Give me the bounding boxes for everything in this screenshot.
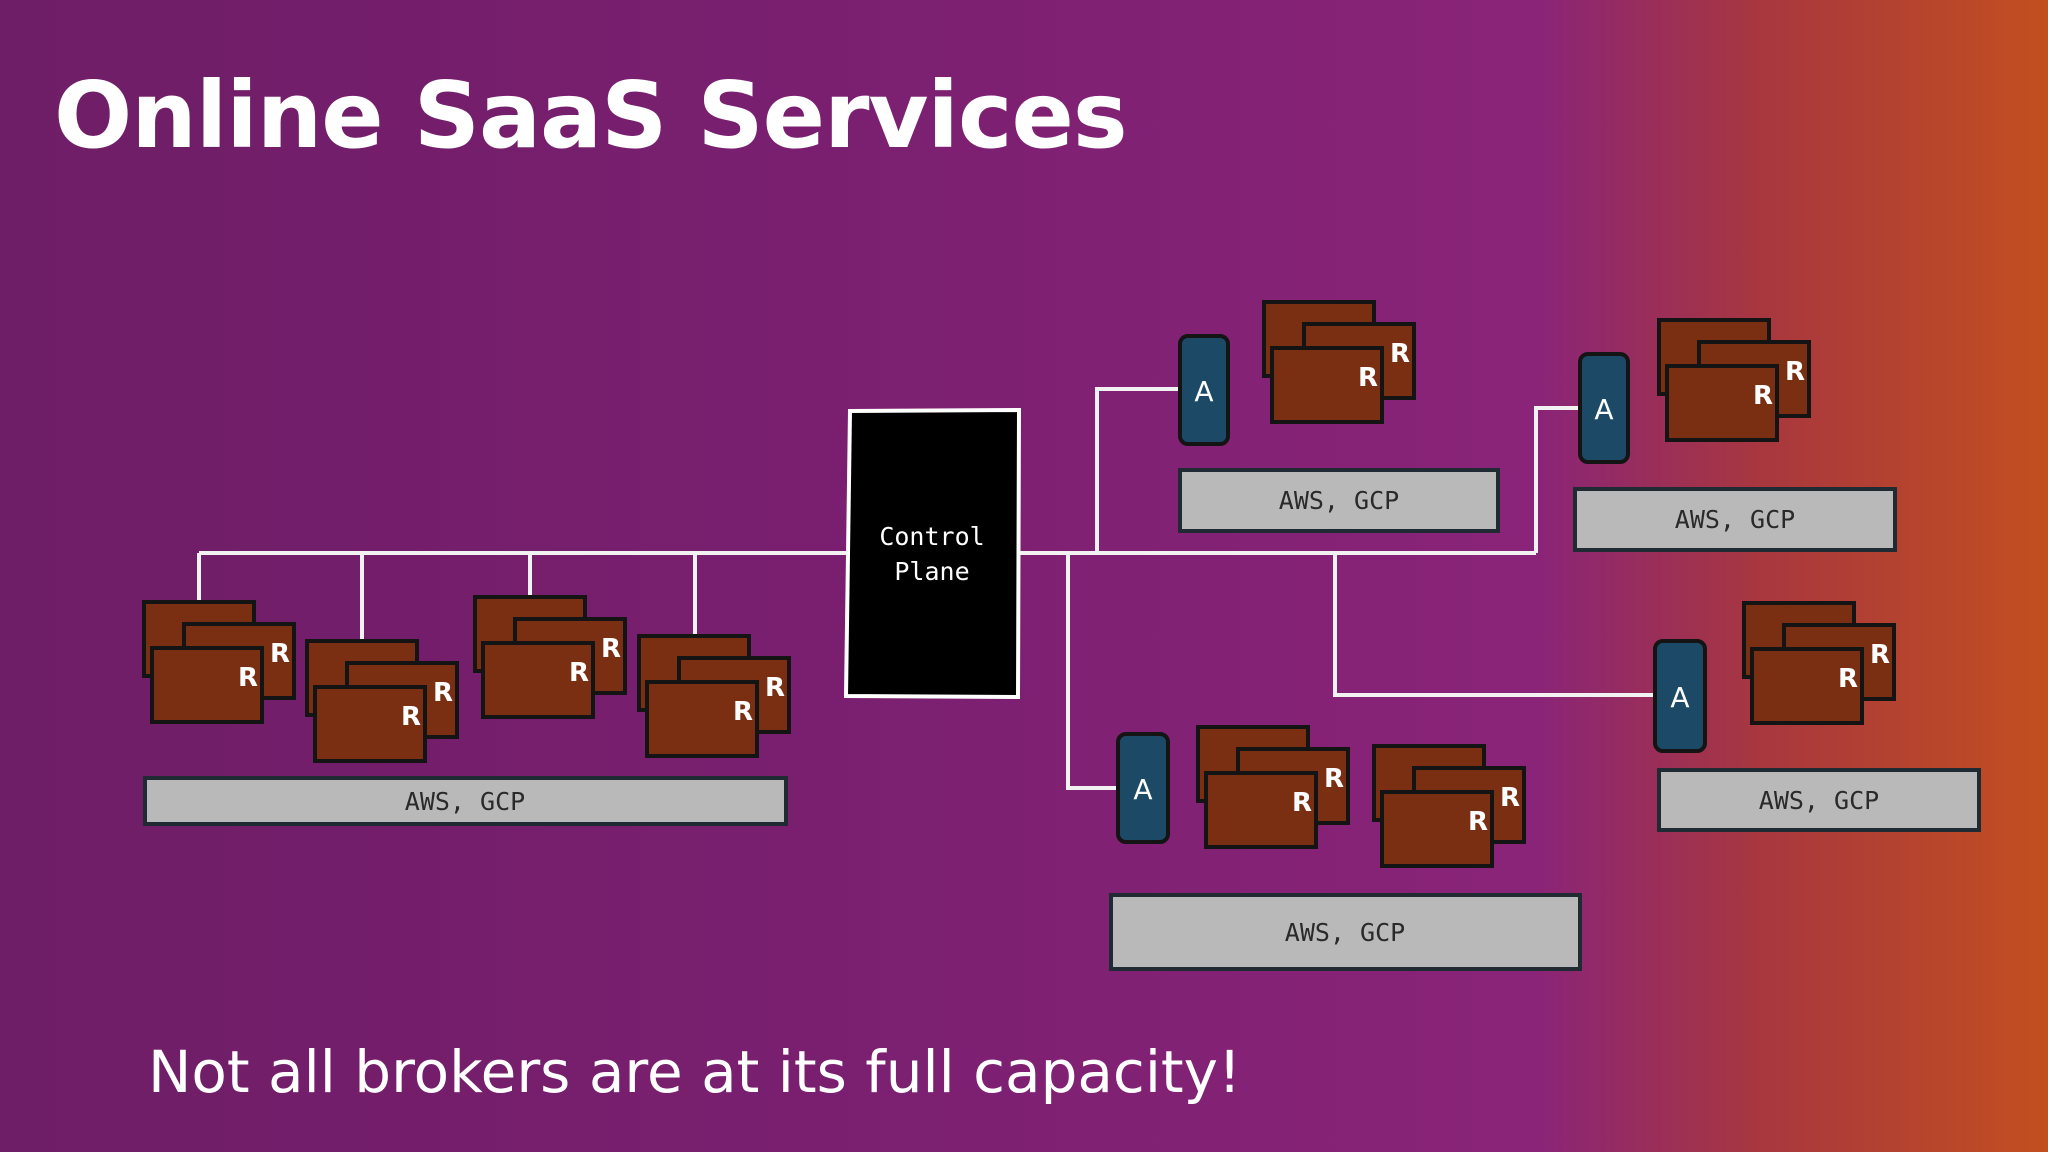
cloud-bar — [143, 776, 788, 826]
control-plane: Control Plane — [843, 407, 1022, 700]
cloud-bar-label: AWS, GCP — [1279, 486, 1399, 515]
broker-stack — [1659, 320, 1809, 440]
agent-label: A — [1133, 773, 1152, 806]
cloud-bar — [1178, 468, 1500, 533]
control-plane-label-line1: Control — [879, 522, 984, 551]
region-right: A AWS, GCP — [1653, 603, 1981, 832]
slide-title: Online SaaS Services — [54, 62, 1128, 169]
agent-label: A — [1194, 375, 1213, 408]
broker-stack — [1374, 746, 1524, 866]
region-top-right: A AWS, GCP — [1573, 320, 1897, 552]
broker-stack — [639, 636, 789, 756]
control-plane-label-line2: Plane — [894, 557, 969, 586]
broker-stack — [1744, 603, 1894, 723]
broker-stack — [1198, 727, 1348, 847]
cloud-bar — [1573, 487, 1897, 552]
agent-pill-icon — [1116, 732, 1170, 844]
region-top-middle: A AWS, GCP — [1178, 302, 1500, 533]
broker-stack — [144, 602, 294, 722]
cloud-bar-label: AWS, GCP — [1675, 505, 1795, 534]
agent-pill-icon — [1578, 352, 1630, 464]
connector-lines — [197, 387, 1655, 790]
agent-pill-icon — [1178, 334, 1230, 446]
slide-footer: Not all brokers are at its full capacity… — [148, 1038, 1242, 1106]
cloud-bar-label: AWS, GCP — [405, 787, 525, 816]
region-bottom-middle: A AWS, GCP — [1109, 727, 1582, 971]
cloud-bar-label: AWS, GCP — [1759, 786, 1879, 815]
agent-label: A — [1594, 393, 1613, 426]
cloud-bar — [1109, 893, 1582, 971]
cloud-bar — [1657, 768, 1981, 832]
cloud-bar-label: AWS, GCP — [1285, 918, 1405, 947]
broker-stack — [307, 641, 457, 761]
agent-pill-icon — [1653, 639, 1707, 753]
left-cluster: AWS, GCP — [143, 597, 789, 826]
broker-stack — [1264, 302, 1414, 422]
broker-stack — [475, 597, 625, 717]
agent-label: A — [1670, 681, 1689, 714]
